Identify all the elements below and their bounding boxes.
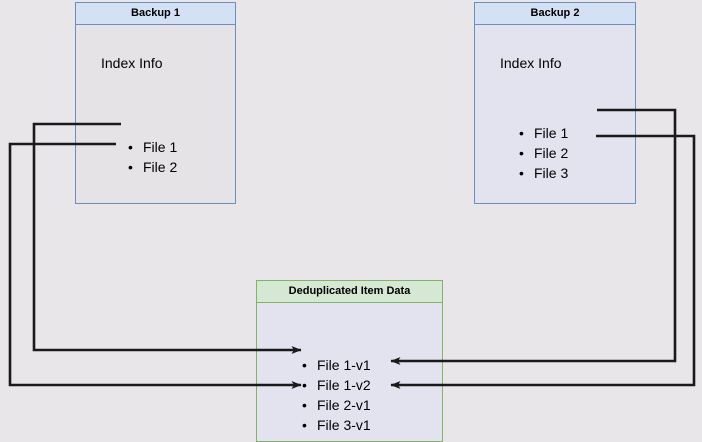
node-backup-2-body: Index Info File 1 File 2 File 3: [475, 25, 635, 203]
node-backup-1-title: Backup 1: [76, 3, 235, 25]
backup-1-index-info-label: Index Info: [101, 55, 163, 71]
node-deduplicated-item-data-title: Deduplicated Item Data: [257, 281, 442, 303]
list-item[interactable]: File 2: [519, 143, 568, 163]
list-item[interactable]: File 1-v1: [302, 355, 371, 375]
list-item[interactable]: File 2-v1: [302, 395, 371, 415]
node-backup-2[interactable]: Backup 2 Index Info File 1 File 2 File 3: [474, 2, 636, 204]
node-backup-1[interactable]: Backup 1 Index Info File 1 File 2: [75, 2, 236, 204]
node-deduplicated-item-data-body: File 1-v1 File 1-v2 File 2-v1 File 3-v1: [257, 303, 442, 441]
backup-2-index-info-label: Index Info: [500, 55, 562, 71]
list-item[interactable]: File 1: [519, 123, 568, 143]
backup-2-file-list: File 1 File 2 File 3: [519, 123, 568, 183]
list-item[interactable]: File 3: [519, 163, 568, 183]
list-item[interactable]: File 1: [128, 137, 177, 157]
node-backup-1-body: Index Info File 1 File 2: [76, 25, 235, 203]
list-item[interactable]: File 2: [128, 157, 177, 177]
backup-1-file-list: File 1 File 2: [128, 137, 177, 177]
node-deduplicated-item-data[interactable]: Deduplicated Item Data File 1-v1 File 1-…: [256, 280, 443, 442]
node-backup-2-title: Backup 2: [475, 3, 635, 25]
dedup-file-list: File 1-v1 File 1-v2 File 2-v1 File 3-v1: [302, 355, 371, 435]
list-item[interactable]: File 3-v1: [302, 415, 371, 435]
list-item[interactable]: File 1-v2: [302, 375, 371, 395]
